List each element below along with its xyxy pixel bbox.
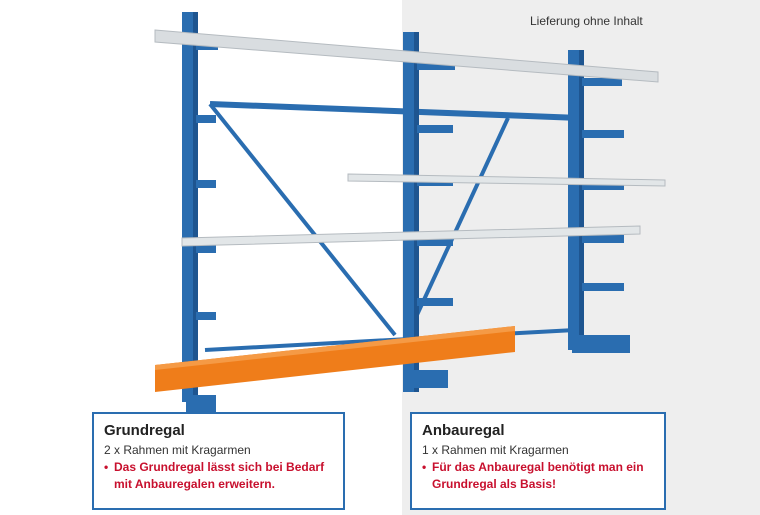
- upright-right: [568, 50, 630, 353]
- long-goods-shelves: [154, 29, 666, 247]
- delivery-note: Lieferung ohne Inhalt: [530, 14, 643, 28]
- orange-beam: [155, 326, 515, 392]
- anbauregal-bullet: Für das Anbauregal benötigt man ein Grun…: [422, 459, 654, 493]
- anbauregal-subtitle: 1 x Rahmen mit Kragarmen: [422, 443, 569, 457]
- diagonal-braces: [204, 101, 581, 352]
- upright-left: [182, 12, 218, 413]
- grundregal-title: Grundregal: [104, 422, 185, 439]
- anbauregal-title: Anbauregal: [422, 422, 505, 439]
- grundregal-box: Grundregal 2 x Rahmen mit Kragarmen Das …: [92, 412, 345, 510]
- anbauregal-box: Anbauregal 1 x Rahmen mit Kragarmen Für …: [410, 412, 666, 510]
- grundregal-subtitle: 2 x Rahmen mit Kragarmen: [104, 443, 251, 457]
- grundregal-bullet: Das Grundregal lässt sich bei Bedarf mit…: [104, 459, 333, 493]
